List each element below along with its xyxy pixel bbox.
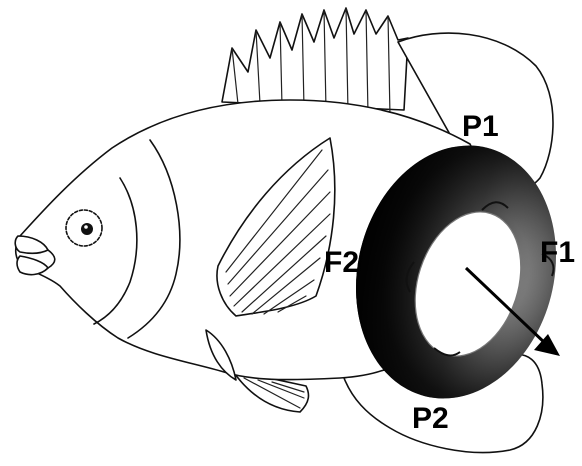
- label-p1: P1: [462, 110, 499, 143]
- label-f1: F1: [540, 236, 575, 269]
- dorsal-spiny-fin: [222, 8, 408, 116]
- label-p2: P2: [412, 402, 449, 435]
- label-f2: F2: [324, 246, 359, 279]
- eye: [66, 210, 102, 246]
